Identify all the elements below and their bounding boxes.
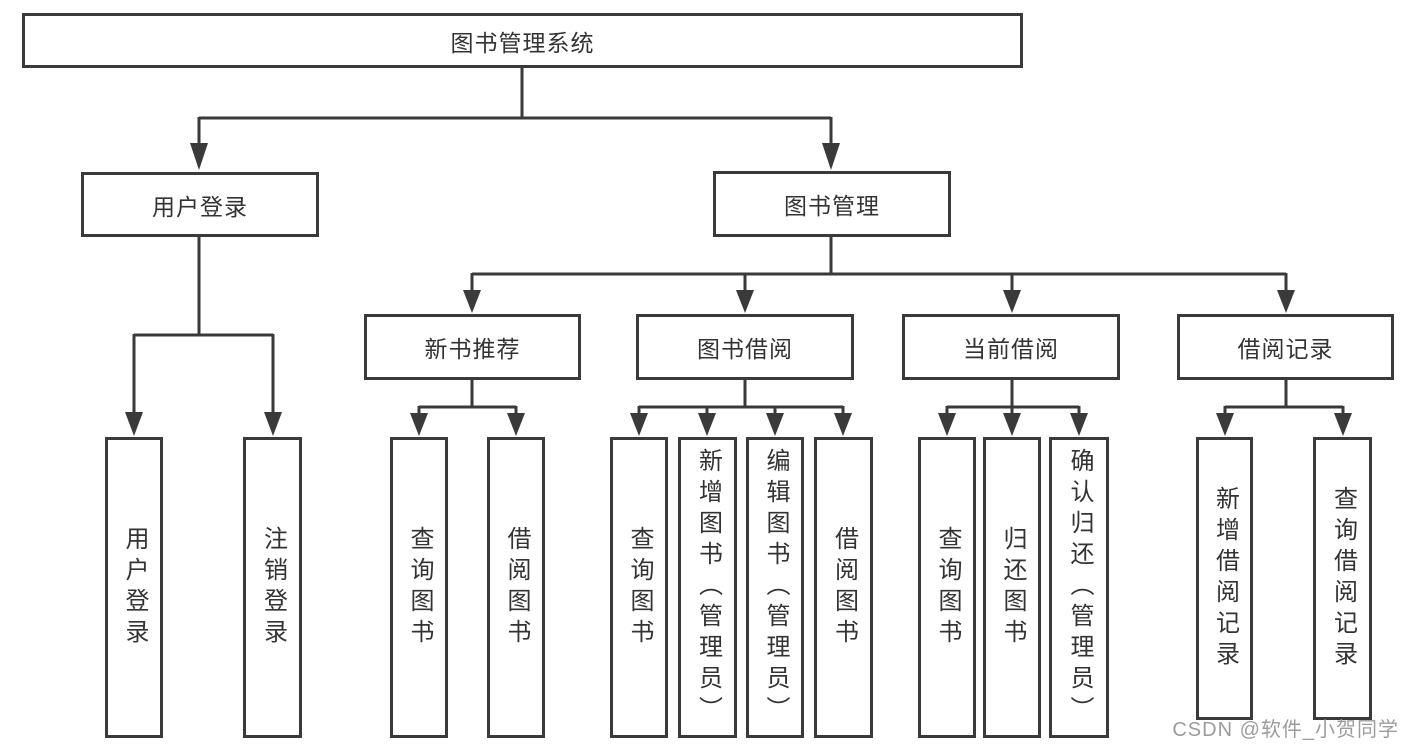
connector-record-to-leaves bbox=[1216, 380, 1352, 436]
arrowhead bbox=[766, 413, 784, 436]
leaf-borrow-add-books: 新增图书（管理员） bbox=[678, 437, 737, 738]
node-borrow-record: 借阅记录 bbox=[1177, 314, 1394, 380]
connector-root-to-level2 bbox=[190, 66, 840, 170]
arrowhead bbox=[1070, 413, 1088, 436]
csdn-watermark: CSDN @软件_小贺同学 bbox=[1172, 719, 1399, 741]
arrowhead bbox=[410, 413, 428, 436]
arrowhead bbox=[1003, 413, 1021, 436]
leaf-record-add: 新增借阅记录 bbox=[1196, 437, 1253, 720]
arrowhead bbox=[834, 413, 852, 436]
arrowhead bbox=[1216, 413, 1234, 436]
leaf-record-query: 查询借阅记录 bbox=[1313, 437, 1372, 720]
arrowhead bbox=[1277, 290, 1295, 313]
node-book-management: 图书管理 bbox=[713, 171, 951, 237]
leaf-borrow-edit-books: 编辑图书（管理员） bbox=[746, 437, 804, 738]
arrowhead bbox=[736, 290, 754, 313]
arrowhead bbox=[507, 413, 525, 436]
node-book-borrow: 图书借阅 bbox=[636, 314, 854, 380]
leaf-user-login: 用户登录 bbox=[105, 437, 163, 738]
arrowhead bbox=[698, 413, 716, 436]
leaf-logout: 注销登录 bbox=[243, 437, 302, 738]
connector-recommend-to-leaves bbox=[410, 380, 525, 436]
connector-borrow-to-leaves bbox=[630, 380, 852, 436]
leaf-recommend-query-books: 查询图书 bbox=[390, 437, 448, 738]
arrowhead bbox=[1003, 290, 1021, 313]
arrowhead bbox=[938, 413, 956, 436]
node-root: 图书管理系统 bbox=[22, 13, 1023, 68]
leaf-current-query-books: 查询图书 bbox=[918, 437, 976, 738]
leaf-current-return-books: 归还图书 bbox=[983, 437, 1041, 738]
arrowhead bbox=[822, 143, 840, 170]
node-current-borrow: 当前借阅 bbox=[902, 314, 1120, 380]
arrowhead bbox=[125, 412, 143, 436]
arrowhead bbox=[264, 412, 282, 436]
arrowhead bbox=[630, 413, 648, 436]
leaf-recommend-borrow-books: 借阅图书 bbox=[487, 437, 545, 738]
node-user-login: 用户登录 bbox=[81, 172, 319, 237]
node-new-book-recommend: 新书推荐 bbox=[364, 314, 581, 380]
leaf-current-confirm-return: 确认归还（管理员） bbox=[1049, 437, 1109, 738]
arrowhead bbox=[463, 290, 481, 313]
connector-book-management-to-level3 bbox=[463, 237, 1295, 313]
leaf-borrow-query-books: 查询图书 bbox=[610, 437, 668, 738]
arrowhead bbox=[1334, 413, 1352, 436]
connector-user-login-to-leaves bbox=[125, 237, 282, 436]
leaf-borrow-borrow-books: 借阅图书 bbox=[814, 437, 873, 738]
arrowhead bbox=[190, 143, 208, 170]
connector-current-to-leaves bbox=[938, 380, 1088, 436]
